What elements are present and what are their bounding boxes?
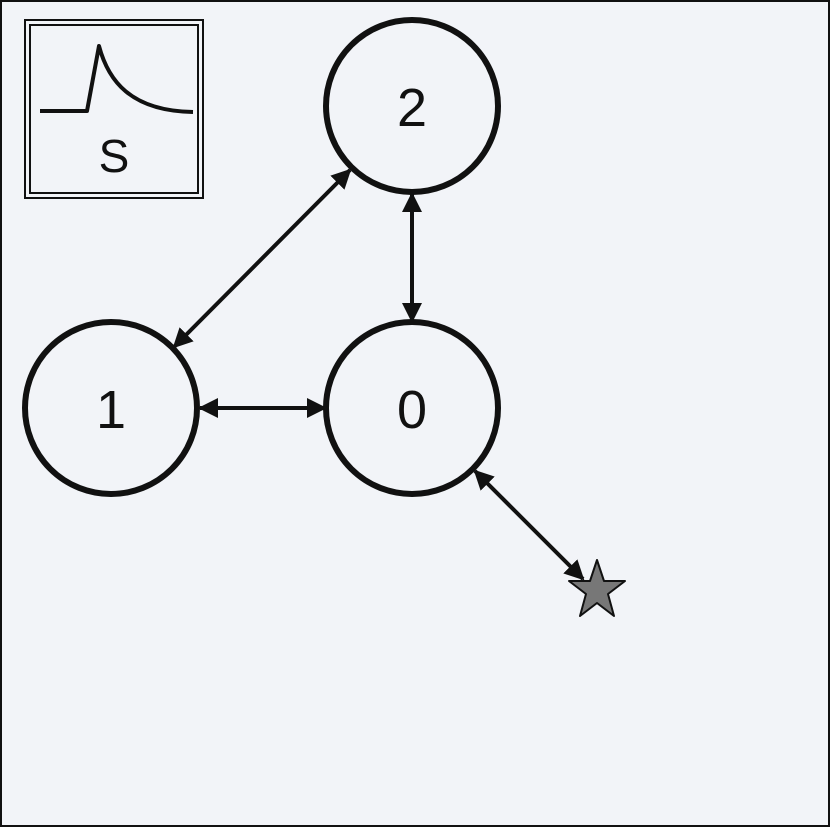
node-0-label: 0 — [397, 380, 427, 440]
node-1: 1 — [22, 319, 200, 497]
star-icon — [568, 559, 626, 617]
legend-label: S — [99, 130, 130, 182]
legend-inner-border — [29, 24, 199, 194]
node-2-circle — [323, 17, 501, 195]
edges — [172, 168, 585, 581]
edge-0-star — [473, 469, 585, 581]
node-1-label: 1 — [96, 380, 126, 440]
node-2: 2 — [323, 17, 501, 195]
node-0: 0 — [323, 319, 501, 497]
spike-waveform-icon — [40, 44, 194, 114]
node-0-circle — [323, 319, 501, 497]
node-1-circle — [22, 319, 200, 497]
edge-1-2 — [172, 168, 352, 349]
legend-outer-border — [24, 19, 204, 199]
legend: S — [24, 19, 204, 199]
node-2-label: 2 — [397, 78, 427, 138]
